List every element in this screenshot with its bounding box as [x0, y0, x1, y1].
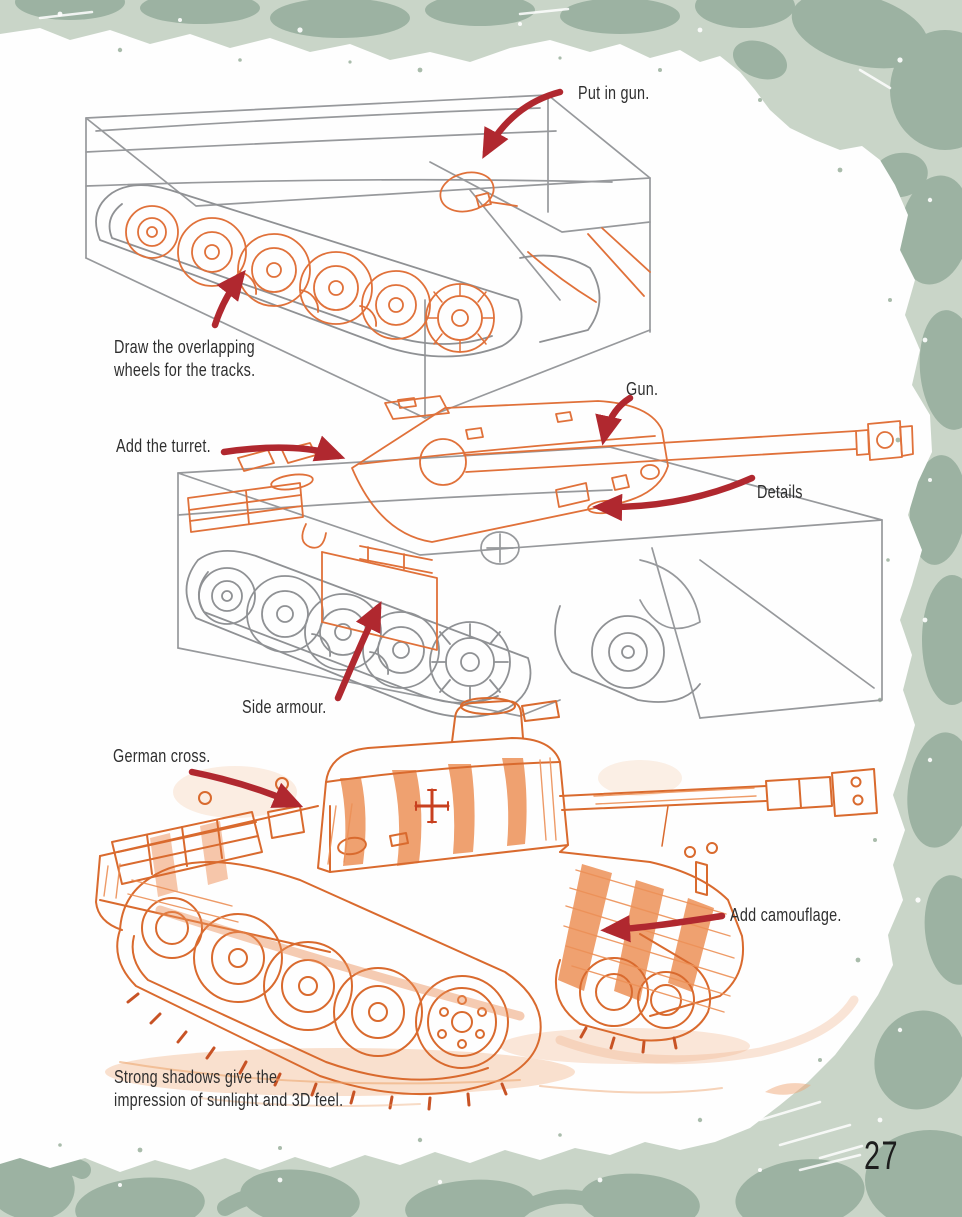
arrow-put-in-gun-icon [482, 88, 564, 159]
arrow-add-camouflage-icon [600, 912, 726, 943]
annotation-gun-text: Gun. [626, 379, 659, 399]
arrow-gun-icon [595, 394, 634, 446]
annotation-add-turret: Add the turret. [116, 435, 211, 458]
arrow-overlapping-wheels-icon [211, 269, 246, 329]
annotation-put-in-gun-text: Put in gun. [578, 83, 650, 103]
annotation-german-cross: German cross. [113, 745, 211, 768]
annotation-side-armour-text: Side armour. [242, 697, 327, 717]
arrow-add-turret-icon [220, 435, 346, 462]
annotation-shadows: Strong shadows give the impression of su… [114, 1066, 343, 1112]
step3-finished-tank [95, 697, 878, 1111]
annotation-overlapping-wheels: Draw the overlapping wheels for the trac… [114, 336, 255, 382]
annotation-add-camouflage-text: Add camouflage. [730, 905, 842, 925]
annotation-overlapping-wheels-line1: Draw the overlapping [114, 337, 255, 357]
annotation-side-armour: Side armour. [242, 696, 327, 719]
annotation-shadows-line1: Strong shadows give the [114, 1067, 278, 1087]
annotation-details-text: Details [757, 482, 803, 502]
annotation-gun: Gun. [626, 378, 658, 401]
annotation-details: Details [757, 481, 803, 504]
annotation-shadows-line2: impression of sunlight and 3D feel. [114, 1090, 344, 1110]
page-number: 27 [864, 1134, 899, 1178]
arrow-german-cross-icon [188, 768, 304, 808]
annotation-overlapping-wheels-line2: wheels for the tracks. [114, 360, 256, 380]
annotation-add-camouflage: Add camouflage. [730, 904, 842, 927]
step2-turret-gun-sketch [177, 395, 914, 719]
annotation-put-in-gun: Put in gun. [578, 82, 650, 105]
arrow-details-icon [592, 474, 756, 522]
annotation-add-turret-text: Add the turret. [116, 436, 211, 456]
annotation-german-cross-text: German cross. [113, 746, 211, 766]
arrow-side-armour-icon [334, 601, 382, 702]
